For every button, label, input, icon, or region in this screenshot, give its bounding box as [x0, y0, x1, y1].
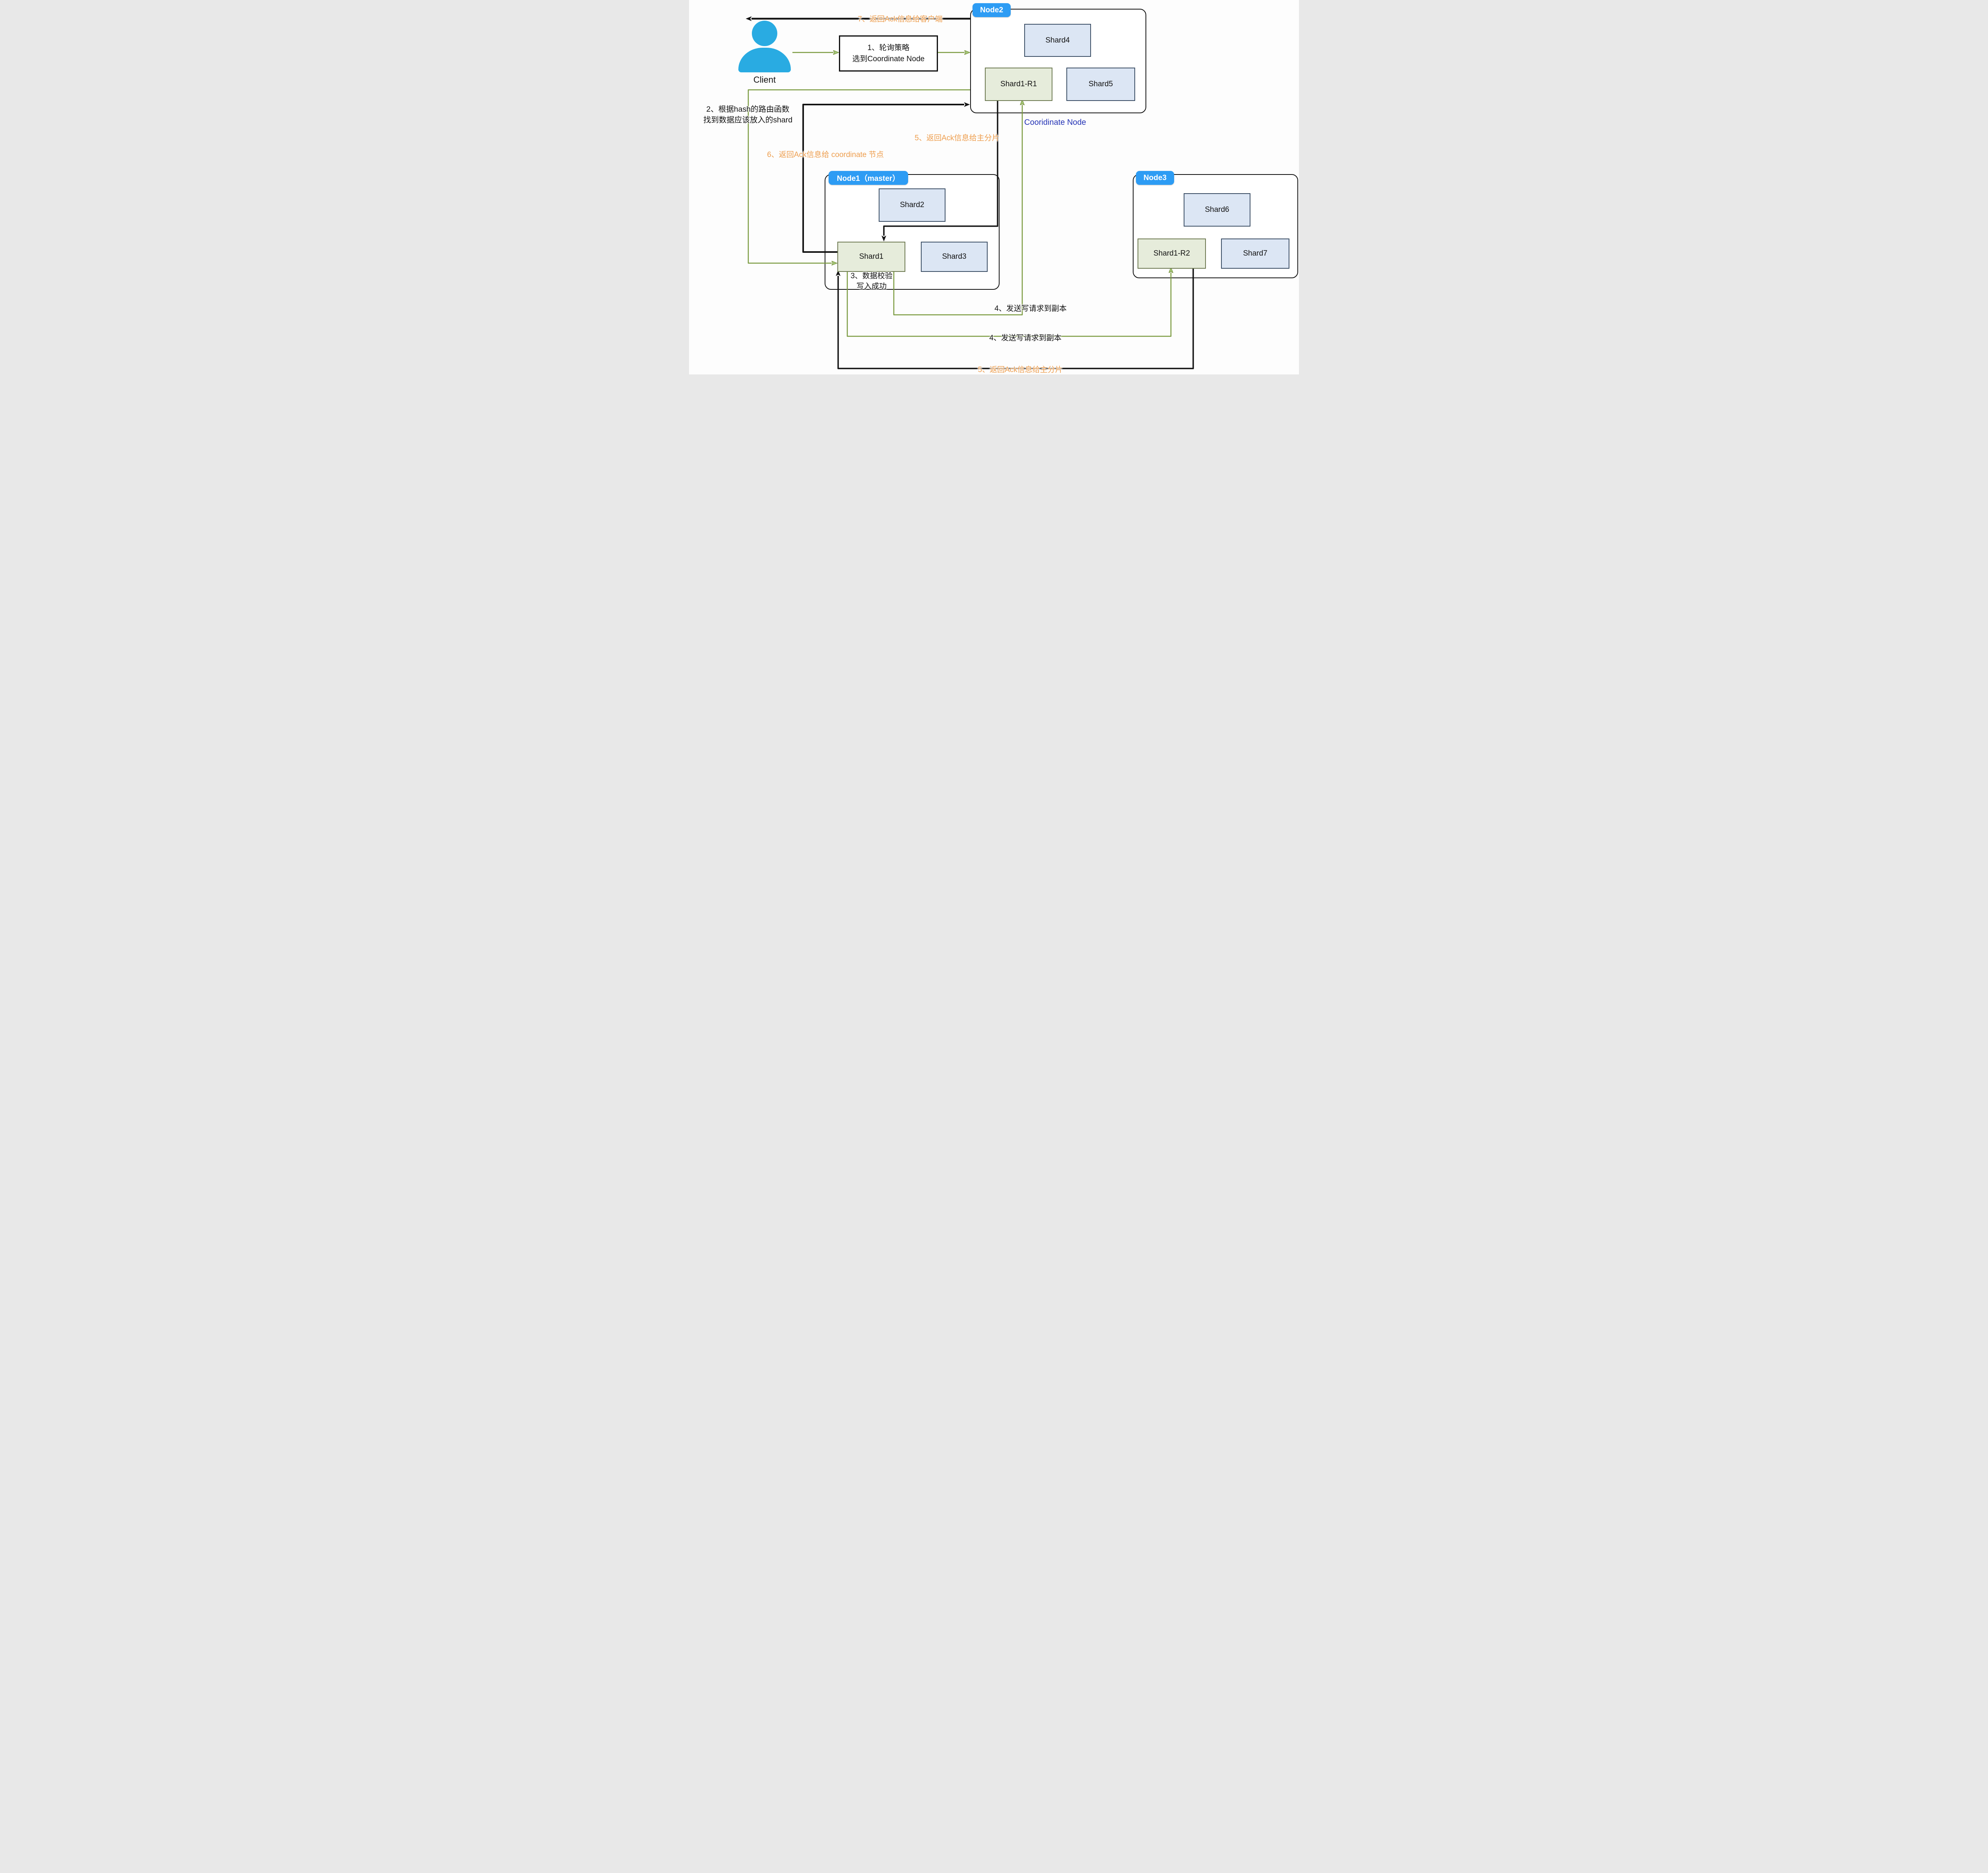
- label-step7: 7、返回Ack信息给客户端: [858, 15, 943, 23]
- arrow-5-r2-ack-to-primary: [836, 267, 1194, 369]
- shard6-box: Shard6: [1184, 193, 1250, 227]
- policy-box-line1: 1、轮询策略: [867, 43, 910, 52]
- label-step2-line2: 找到数据应该放入的shard: [703, 116, 793, 124]
- label-step3-line1: 3、数据校验: [850, 272, 893, 280]
- label-step5-mid: 5、返回Ack信息给主分片: [914, 134, 1000, 142]
- label-step2-line1: 2、根据hash的路由函数: [706, 105, 790, 114]
- label-step6: 6、返回Ack信息给 coordinate 节点: [767, 151, 884, 159]
- arrow-lines-layer: [746, 16, 1194, 369]
- es-write-flow-diagram: Client 1、轮询策略 选到Coordinate Node Node2 No…: [689, 0, 1299, 374]
- node2-tab: Node2: [973, 3, 1011, 17]
- shard1-r1-box: Shard1-R1: [985, 68, 1052, 101]
- policy-box-line2: 选到Coordinate Node: [852, 54, 925, 63]
- arrow-2-route-to-shard1: [747, 89, 970, 263]
- node1-tab: Node1（master）: [829, 171, 908, 185]
- round-robin-policy-box: 1、轮询策略 选到Coordinate Node: [839, 35, 938, 72]
- shard2-box: Shard2: [879, 188, 945, 222]
- client-icon: [738, 21, 792, 72]
- label-step3: 3、数据校验 写入成功: [842, 271, 901, 292]
- client-body-icon: [738, 48, 791, 72]
- shard3-box: Shard3: [921, 242, 988, 272]
- client-label: Client: [753, 75, 776, 85]
- shard7-box: Shard7: [1221, 238, 1289, 269]
- arrow-4-write-to-r1: [893, 105, 1022, 316]
- arrow-6-ack-to-coordinate: [802, 102, 970, 253]
- label-step4-to-r1: 4、发送写请求到副本: [994, 304, 1067, 313]
- arrow-4-write-to-r2: [846, 270, 1171, 337]
- label-step5-bottom: 5、返回Ack信息给主分片: [978, 366, 1063, 374]
- shard1-box: Shard1: [837, 242, 905, 272]
- label-step3-line2: 写入成功: [856, 282, 887, 291]
- shard4-box: Shard4: [1024, 24, 1091, 57]
- arrow-5-r1-ack-to-primary: [881, 99, 998, 242]
- label-step4-to-r2: 4、发送写请求到副本: [989, 334, 1062, 342]
- node3-tab: Node3: [1136, 171, 1174, 185]
- label-coordinate-node: Cooridinate Node: [1024, 118, 1086, 127]
- shard5-box: Shard5: [1066, 68, 1135, 101]
- client-head-icon: [752, 21, 777, 46]
- shard1-r2-box: Shard1-R2: [1138, 238, 1206, 269]
- label-step2: 2、根据hash的路由函数 找到数据应该放入的shard: [690, 104, 806, 126]
